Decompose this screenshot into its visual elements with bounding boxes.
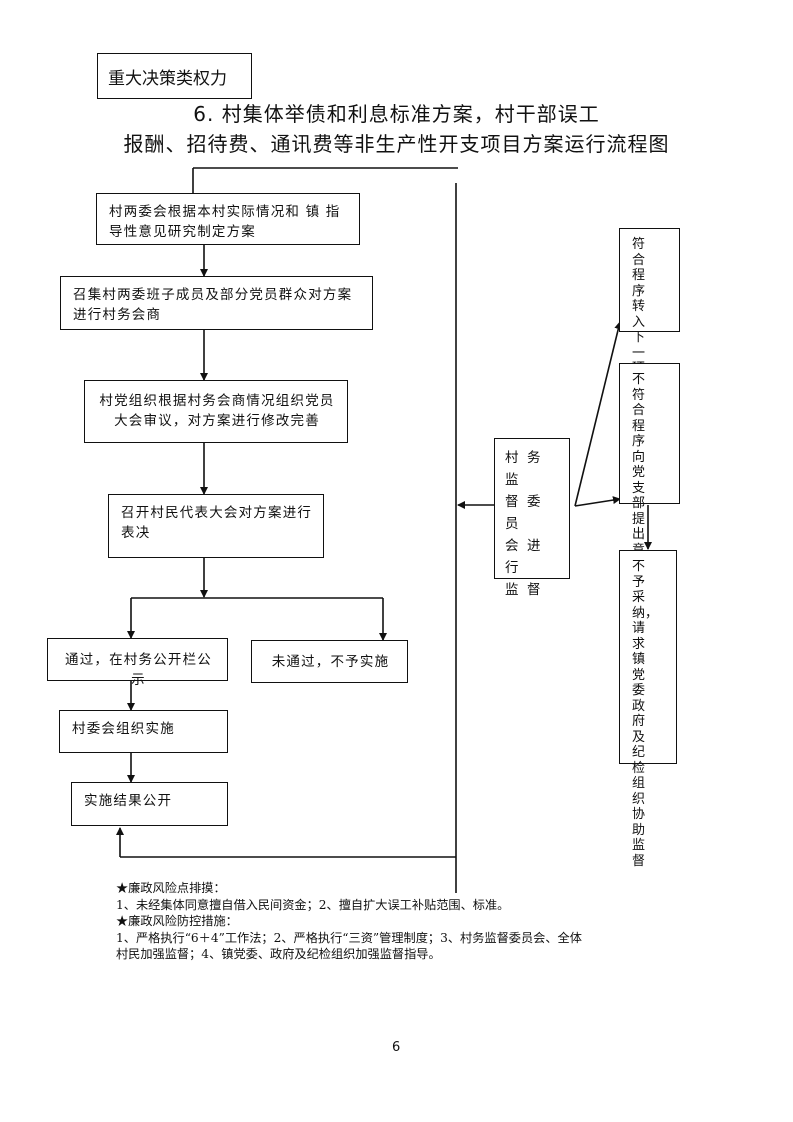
flow-result-text: 实施结果公开 xyxy=(84,793,173,809)
flow-fail-text: 未通过，不予实施 xyxy=(271,654,390,670)
text-row: 纪检 xyxy=(632,745,646,776)
text-row: 组织 xyxy=(632,776,646,807)
flow-step-1: 村两委会根据本村实际情况和 镇 指导性意见研究制定方案 xyxy=(96,193,360,245)
flow-step-4-text: 召开村民代表大会对方案进行表决 xyxy=(121,505,313,541)
text-row: 监督 xyxy=(505,582,541,598)
arrow-to-noncompliant xyxy=(574,496,621,507)
text-row: 合程 xyxy=(632,403,646,434)
text-row: 部提 xyxy=(632,496,646,527)
text-row: 程序 xyxy=(632,268,646,299)
control-line-2: 村民加强监督；4、镇党委、政府及纪检组织加强监督指导。 xyxy=(116,947,441,961)
text-row: 镇党 xyxy=(632,652,646,683)
text-row: 党支 xyxy=(632,465,646,496)
flow-pass-text: 通过，在村务公开栏公示 xyxy=(65,652,212,688)
supervision-committee-box: 村务监督委员会进行监督 xyxy=(494,438,570,598)
text-row: 序向 xyxy=(632,434,646,465)
text-row: 不符 xyxy=(632,372,646,403)
text-row: 不予 xyxy=(632,559,646,590)
category-box: 重大决策类权力 xyxy=(97,53,252,99)
text-row: 协助 xyxy=(632,807,646,838)
supervision-committee-text: 村务监督委员会进行监督 xyxy=(505,447,563,601)
text-row: 监督 xyxy=(632,838,646,869)
text-row: 督委员 xyxy=(505,494,541,532)
text-row: 府及 xyxy=(632,714,646,745)
text-row: 下一 xyxy=(632,330,646,361)
flow-fail: 未通过，不予实施 xyxy=(251,640,408,683)
arrow-to-compliant xyxy=(574,321,623,507)
flow-step-1-text: 村两委会根据本村实际情况和 镇 指导性意见研究制定方案 xyxy=(109,204,341,240)
text-row: 委政 xyxy=(632,683,646,714)
category-label: 重大决策类权力 xyxy=(108,69,227,89)
risk-heading: ★廉政风险点排摸： xyxy=(116,881,226,895)
risk-items: 1、未经集体同意擅自借入民间资金；2、擅自扩大误工补贴范围、标准。 xyxy=(116,897,510,912)
flow-implement-text: 村委会组织实施 xyxy=(72,721,175,737)
text-row: 请求 xyxy=(632,621,646,652)
control-line-1: 1、严格执行“6＋4”工作法；2、严格执行“三资”管理制度；3、村务监督委员会、… xyxy=(116,930,582,945)
title-line-2: 报酬、招待费、通讯费等非生产性开支项目方案运行流程图 xyxy=(123,132,670,156)
rejected-box: 不予采纳，请求镇党委政府及纪检组织协助监督 xyxy=(619,550,677,869)
flow-step-3-text: 村党组织根据村务会商情况组织党员大会审议，对方案进行修改完善 xyxy=(99,393,335,429)
control-heading: ★廉政风险防控措施： xyxy=(116,914,238,928)
compliant-box: 符合程序转入下一环节 xyxy=(619,228,680,392)
noncompliant-box: 不符合程序向党支部提出意见建议 xyxy=(619,363,680,604)
risk-notes: ★廉政风险点排摸： 1、未经集体同意擅自借入民间资金；2、擅自扩大误工补贴范围、… xyxy=(116,880,676,963)
rejected-text: 不予采纳，请求镇党委政府及纪检组织协助监督 xyxy=(632,559,670,869)
flow-result: 实施结果公开 xyxy=(71,782,228,826)
text-row: 采纳， xyxy=(632,590,659,621)
flow-step-2: 召集村两委班子成员及部分党员群众对方案进行村务会商 xyxy=(60,276,373,330)
flow-step-2-text: 召集村两委班子成员及部分党员群众对方案进行村务会商 xyxy=(73,287,353,323)
flow-implement: 村委会组织实施 xyxy=(59,710,228,753)
text-row: 会进行 xyxy=(505,538,541,576)
flow-step-3: 村党组织根据村务会商情况组织党员大会审议，对方案进行修改完善 xyxy=(84,380,348,443)
page-number: 6 xyxy=(392,1040,401,1055)
text-row: 转入 xyxy=(632,299,646,330)
flow-pass: 通过，在村务公开栏公示 xyxy=(47,638,228,688)
text-row: 村务监 xyxy=(505,450,541,488)
title-line-1: 6. 村集体举债和利息标准方案，村干部误工 xyxy=(193,102,600,126)
flow-step-4: 召开村民代表大会对方案进行表决 xyxy=(108,494,324,558)
text-row: 符合 xyxy=(632,237,646,268)
